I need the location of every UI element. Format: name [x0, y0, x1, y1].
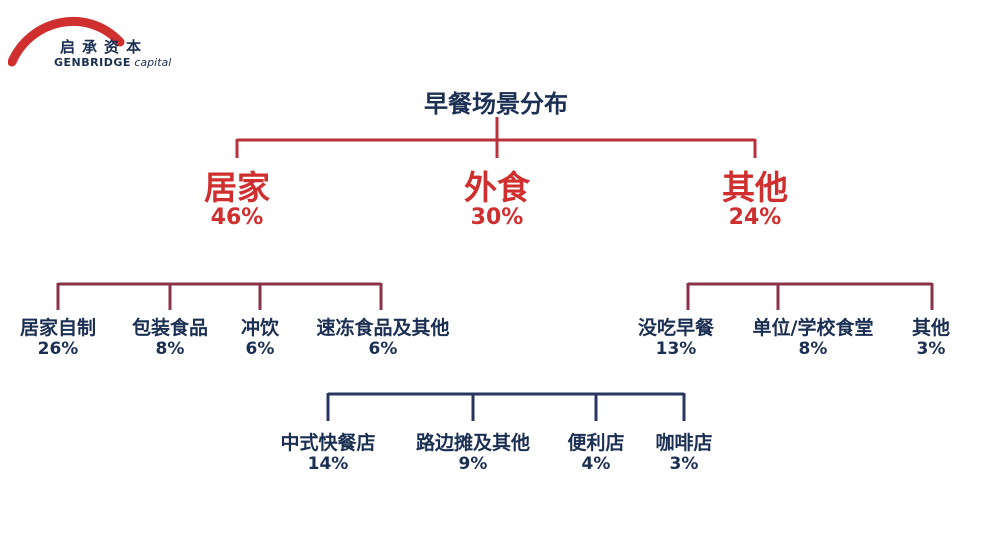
- leaf-drinks: 冲饮 6%: [241, 317, 279, 359]
- leaf-pct: 14%: [307, 454, 349, 474]
- leaf-coffee-shop: 咖啡店 3%: [655, 432, 712, 474]
- leaf-pct: 6%: [245, 339, 275, 359]
- leaf-pct: 26%: [37, 339, 79, 359]
- leaf-label: 路边摊及其他: [415, 432, 531, 454]
- category-home-label: 居家: [204, 168, 270, 207]
- leaf-canteen: 单位/学校食堂 8%: [753, 317, 874, 359]
- genbridge-logo: 启承资本 GENBRIDGE capital: [7, 6, 198, 69]
- leaf-pct: 8%: [155, 339, 185, 359]
- logo-cn-text: 启承资本: [60, 38, 149, 56]
- leaf-no-breakfast: 没吃早餐 13%: [638, 317, 714, 359]
- category-eat-out: 外食 30%: [464, 170, 530, 230]
- leaf-label: 冲饮: [240, 317, 280, 339]
- leaf-pct: 3%: [669, 454, 699, 474]
- other-connector: [686, 282, 934, 310]
- chart-title: 早餐场景分布: [424, 90, 568, 118]
- leaf-pct: 13%: [655, 339, 697, 359]
- leaf-label: 速冻食品及其他: [316, 317, 450, 339]
- leaf-pct: 4%: [581, 454, 611, 474]
- leaf-pct: 9%: [458, 454, 488, 474]
- leaf-label: 咖啡店: [655, 432, 713, 454]
- category-home: 居家 46%: [204, 170, 270, 230]
- leaf-pct: 3%: [916, 339, 946, 359]
- leaf-home-cooking: 居家自制 26%: [20, 317, 96, 359]
- leaf-label: 包装食品: [131, 317, 209, 339]
- leaf-label: 单位/学校食堂: [752, 317, 874, 339]
- leaf-chinese-fast-food: 中式快餐店 14%: [280, 432, 375, 474]
- category-other-pct: 24%: [728, 205, 782, 230]
- category-home-pct: 46%: [210, 205, 264, 230]
- home-connector: [56, 282, 383, 310]
- top-connector: [235, 117, 757, 158]
- leaf-label: 没吃早餐: [637, 317, 715, 339]
- leaf-convenience-store: 便利店 4%: [567, 432, 624, 474]
- leaf-frozen-food: 速冻食品及其他 6%: [316, 317, 449, 359]
- logo-sub-text: capital: [134, 56, 172, 69]
- stem-connectors: [235, 236, 757, 284]
- leaf-label: 其他: [911, 317, 951, 339]
- eat-out-connector: [326, 392, 686, 421]
- leaf-pct: 8%: [798, 339, 828, 359]
- logo-arc-icon: [7, 16, 125, 67]
- leaf-label: 居家自制: [19, 317, 97, 339]
- category-eat-out-label: 外食: [464, 168, 530, 207]
- leaf-label: 便利店: [567, 432, 625, 454]
- leaf-pct: 6%: [368, 339, 398, 359]
- leaf-label: 中式快餐店: [280, 432, 376, 454]
- leaf-other: 其他 3%: [912, 317, 950, 359]
- category-eat-out-pct: 30%: [470, 205, 524, 230]
- category-other: 其他 24%: [722, 170, 788, 230]
- leaf-street-stall: 路边摊及其他 9%: [416, 432, 530, 474]
- leaf-packaged-food: 包装食品 8%: [132, 317, 208, 359]
- logo-en-text: GENBRIDGE capital: [54, 56, 171, 69]
- category-other-label: 其他: [722, 168, 788, 207]
- logo-brand-text: GENBRIDGE: [54, 56, 131, 69]
